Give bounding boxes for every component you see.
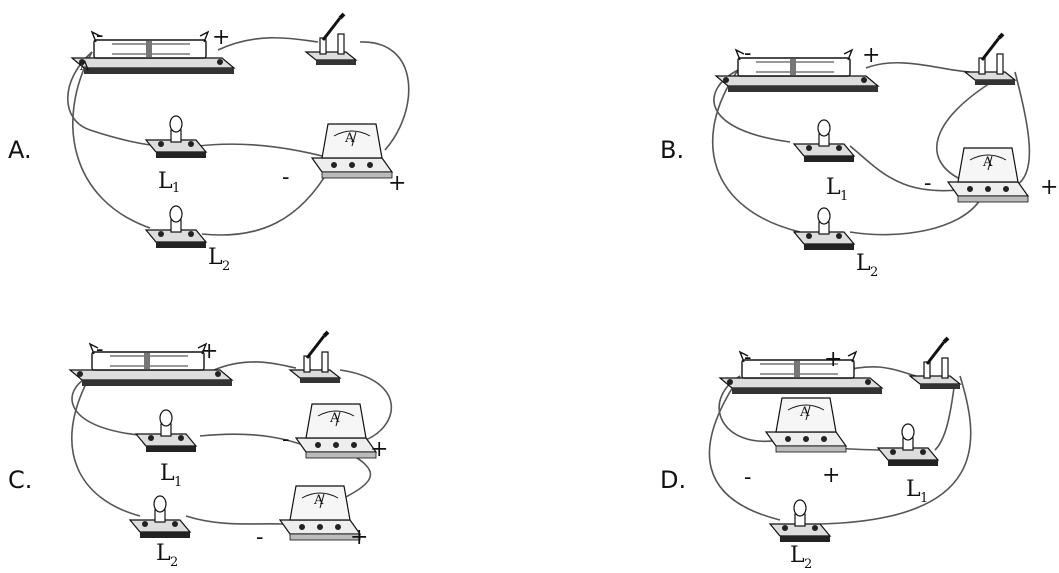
switch: [304, 12, 358, 67]
battery-minus-sign: -: [96, 337, 103, 362]
lamp-l2: [145, 205, 207, 249]
lamp-l1-subscript: 1: [172, 181, 180, 196]
battery-terminal-label: A: [79, 59, 90, 74]
option-c-label: C.: [8, 466, 32, 494]
lamp-l2-subscript: 2: [222, 259, 230, 274]
lamp-l2-subscript: 2: [170, 555, 178, 570]
ammeter-plus-sign: +: [1040, 175, 1058, 200]
wire: [934, 379, 956, 451]
battery-minus-sign: -: [96, 23, 103, 48]
lamp-l1: [877, 423, 939, 467]
battery-plus-sign: +: [824, 347, 842, 372]
ammeter-plus-sign: +: [822, 463, 840, 488]
ammeter-minus-sign: -: [282, 427, 289, 452]
ammeter-minus-sign: -: [744, 465, 751, 490]
wire: [213, 361, 297, 371]
lamp-l2-label: L: [156, 541, 171, 566]
ammeter-minus-sign: -: [924, 171, 931, 196]
lamp-l1: [145, 115, 207, 159]
wire: [339, 369, 393, 443]
wire: [201, 167, 331, 236]
wire: [935, 79, 996, 181]
option-b: B. - + A L 1 L 2 - +: [660, 32, 1058, 280]
ammeter2-minus-sign: -: [256, 525, 263, 550]
wire: [708, 375, 781, 521]
wire: [67, 51, 161, 147]
lamp-l2: [793, 207, 855, 251]
option-a: A. - + A A L 1 L 2 - +: [8, 12, 410, 274]
wire: [199, 433, 313, 449]
lamp-l1: [135, 409, 197, 453]
option-c: C. - + A A L 1 L 2 - + - +: [8, 330, 393, 570]
wire: [711, 69, 801, 233]
lamp-l1-label: L: [160, 461, 175, 486]
lamp-l2: [769, 499, 831, 543]
wire: [865, 61, 971, 73]
wire: [849, 199, 981, 236]
lamp-l1: [793, 119, 855, 163]
ammeter-face-label: A: [313, 493, 324, 508]
ammeter-face-label: A: [329, 411, 340, 426]
switch: [288, 330, 342, 385]
battery-plus-sign: +: [200, 339, 218, 364]
ammeter-face-label: A: [982, 155, 993, 170]
wire: [849, 145, 976, 192]
battery-holder: [715, 49, 879, 93]
ammeter2-plus-sign: +: [350, 525, 368, 550]
option-d: D. - + A L 1 L 2 - +: [660, 336, 972, 572]
ammeter-face-label: A: [799, 405, 810, 420]
wire: [71, 375, 141, 517]
lamp-l1-subscript: 1: [174, 475, 182, 490]
switch: [908, 336, 962, 391]
battery-minus-sign: -: [744, 41, 751, 66]
lamp-l1-label: L: [158, 169, 173, 194]
wire: [197, 143, 331, 159]
option-b-label: B.: [660, 136, 684, 164]
option-d-label: D.: [660, 466, 686, 494]
lamp-l1-label: L: [906, 477, 921, 502]
ammeter-minus-sign: -: [282, 165, 289, 190]
lamp-l1-subscript: 1: [840, 189, 848, 204]
wire: [72, 51, 151, 229]
lamp-l2-label: L: [856, 251, 871, 276]
ammeter-plus-sign: +: [388, 171, 406, 196]
option-a-label: A.: [8, 136, 32, 164]
battery-plus-sign: +: [212, 25, 230, 50]
lamp-l1-label: L: [826, 175, 841, 200]
lamp-l2-subscript: 2: [804, 557, 812, 572]
lamp-l2-label: L: [208, 245, 223, 270]
lamp-l2: [129, 495, 191, 539]
ammeter-face-label: A: [344, 131, 355, 146]
lamp-l1-subscript: 1: [920, 491, 928, 506]
lamp-l2-label: L: [790, 543, 805, 568]
battery-plus-sign: +: [862, 43, 880, 68]
lamp-l2-subscript: 2: [870, 265, 878, 280]
wire: [819, 375, 972, 525]
battery-minus-sign: -: [744, 345, 751, 370]
switch: [963, 32, 1017, 87]
ammeter-plus-sign: +: [370, 437, 388, 462]
wire: [217, 36, 319, 51]
wire: [359, 41, 410, 151]
